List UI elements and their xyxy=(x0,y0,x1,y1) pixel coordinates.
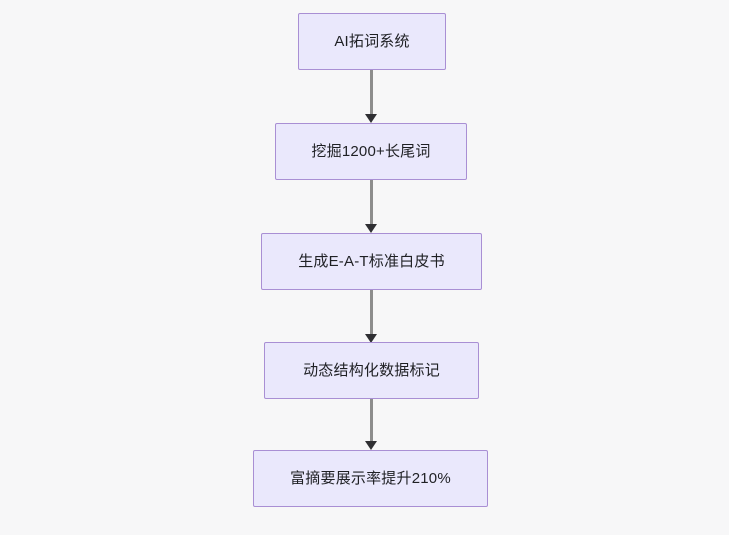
flowchart-node-n2[interactable]: 挖掘1200+长尾词 xyxy=(275,123,467,180)
edge-line xyxy=(369,70,373,114)
edge-line xyxy=(369,290,373,334)
flowchart-node-label: AI拓词系统 xyxy=(334,33,410,50)
flowchart-node-n1[interactable]: AI拓词系统 xyxy=(298,13,446,70)
edge-arrowhead xyxy=(365,441,377,450)
flowchart-node-n3[interactable]: 生成E-A-T标准白皮书 xyxy=(261,233,482,290)
flowchart-node-label: 动态结构化数据标记 xyxy=(303,362,440,379)
flowchart-node-label: 生成E-A-T标准白皮书 xyxy=(298,253,445,270)
flowchart-node-n4[interactable]: 动态结构化数据标记 xyxy=(264,342,479,399)
flowchart-node-label: 富摘要展示率提升210% xyxy=(290,470,451,487)
edge-arrowhead xyxy=(365,114,377,123)
edge-arrowhead xyxy=(365,224,377,233)
flowchart-node-label: 挖掘1200+长尾词 xyxy=(311,143,431,160)
edge-line xyxy=(369,180,373,224)
edge-line xyxy=(369,399,373,441)
flowchart-node-n5[interactable]: 富摘要展示率提升210% xyxy=(253,450,488,507)
edge-arrowhead xyxy=(365,334,377,343)
